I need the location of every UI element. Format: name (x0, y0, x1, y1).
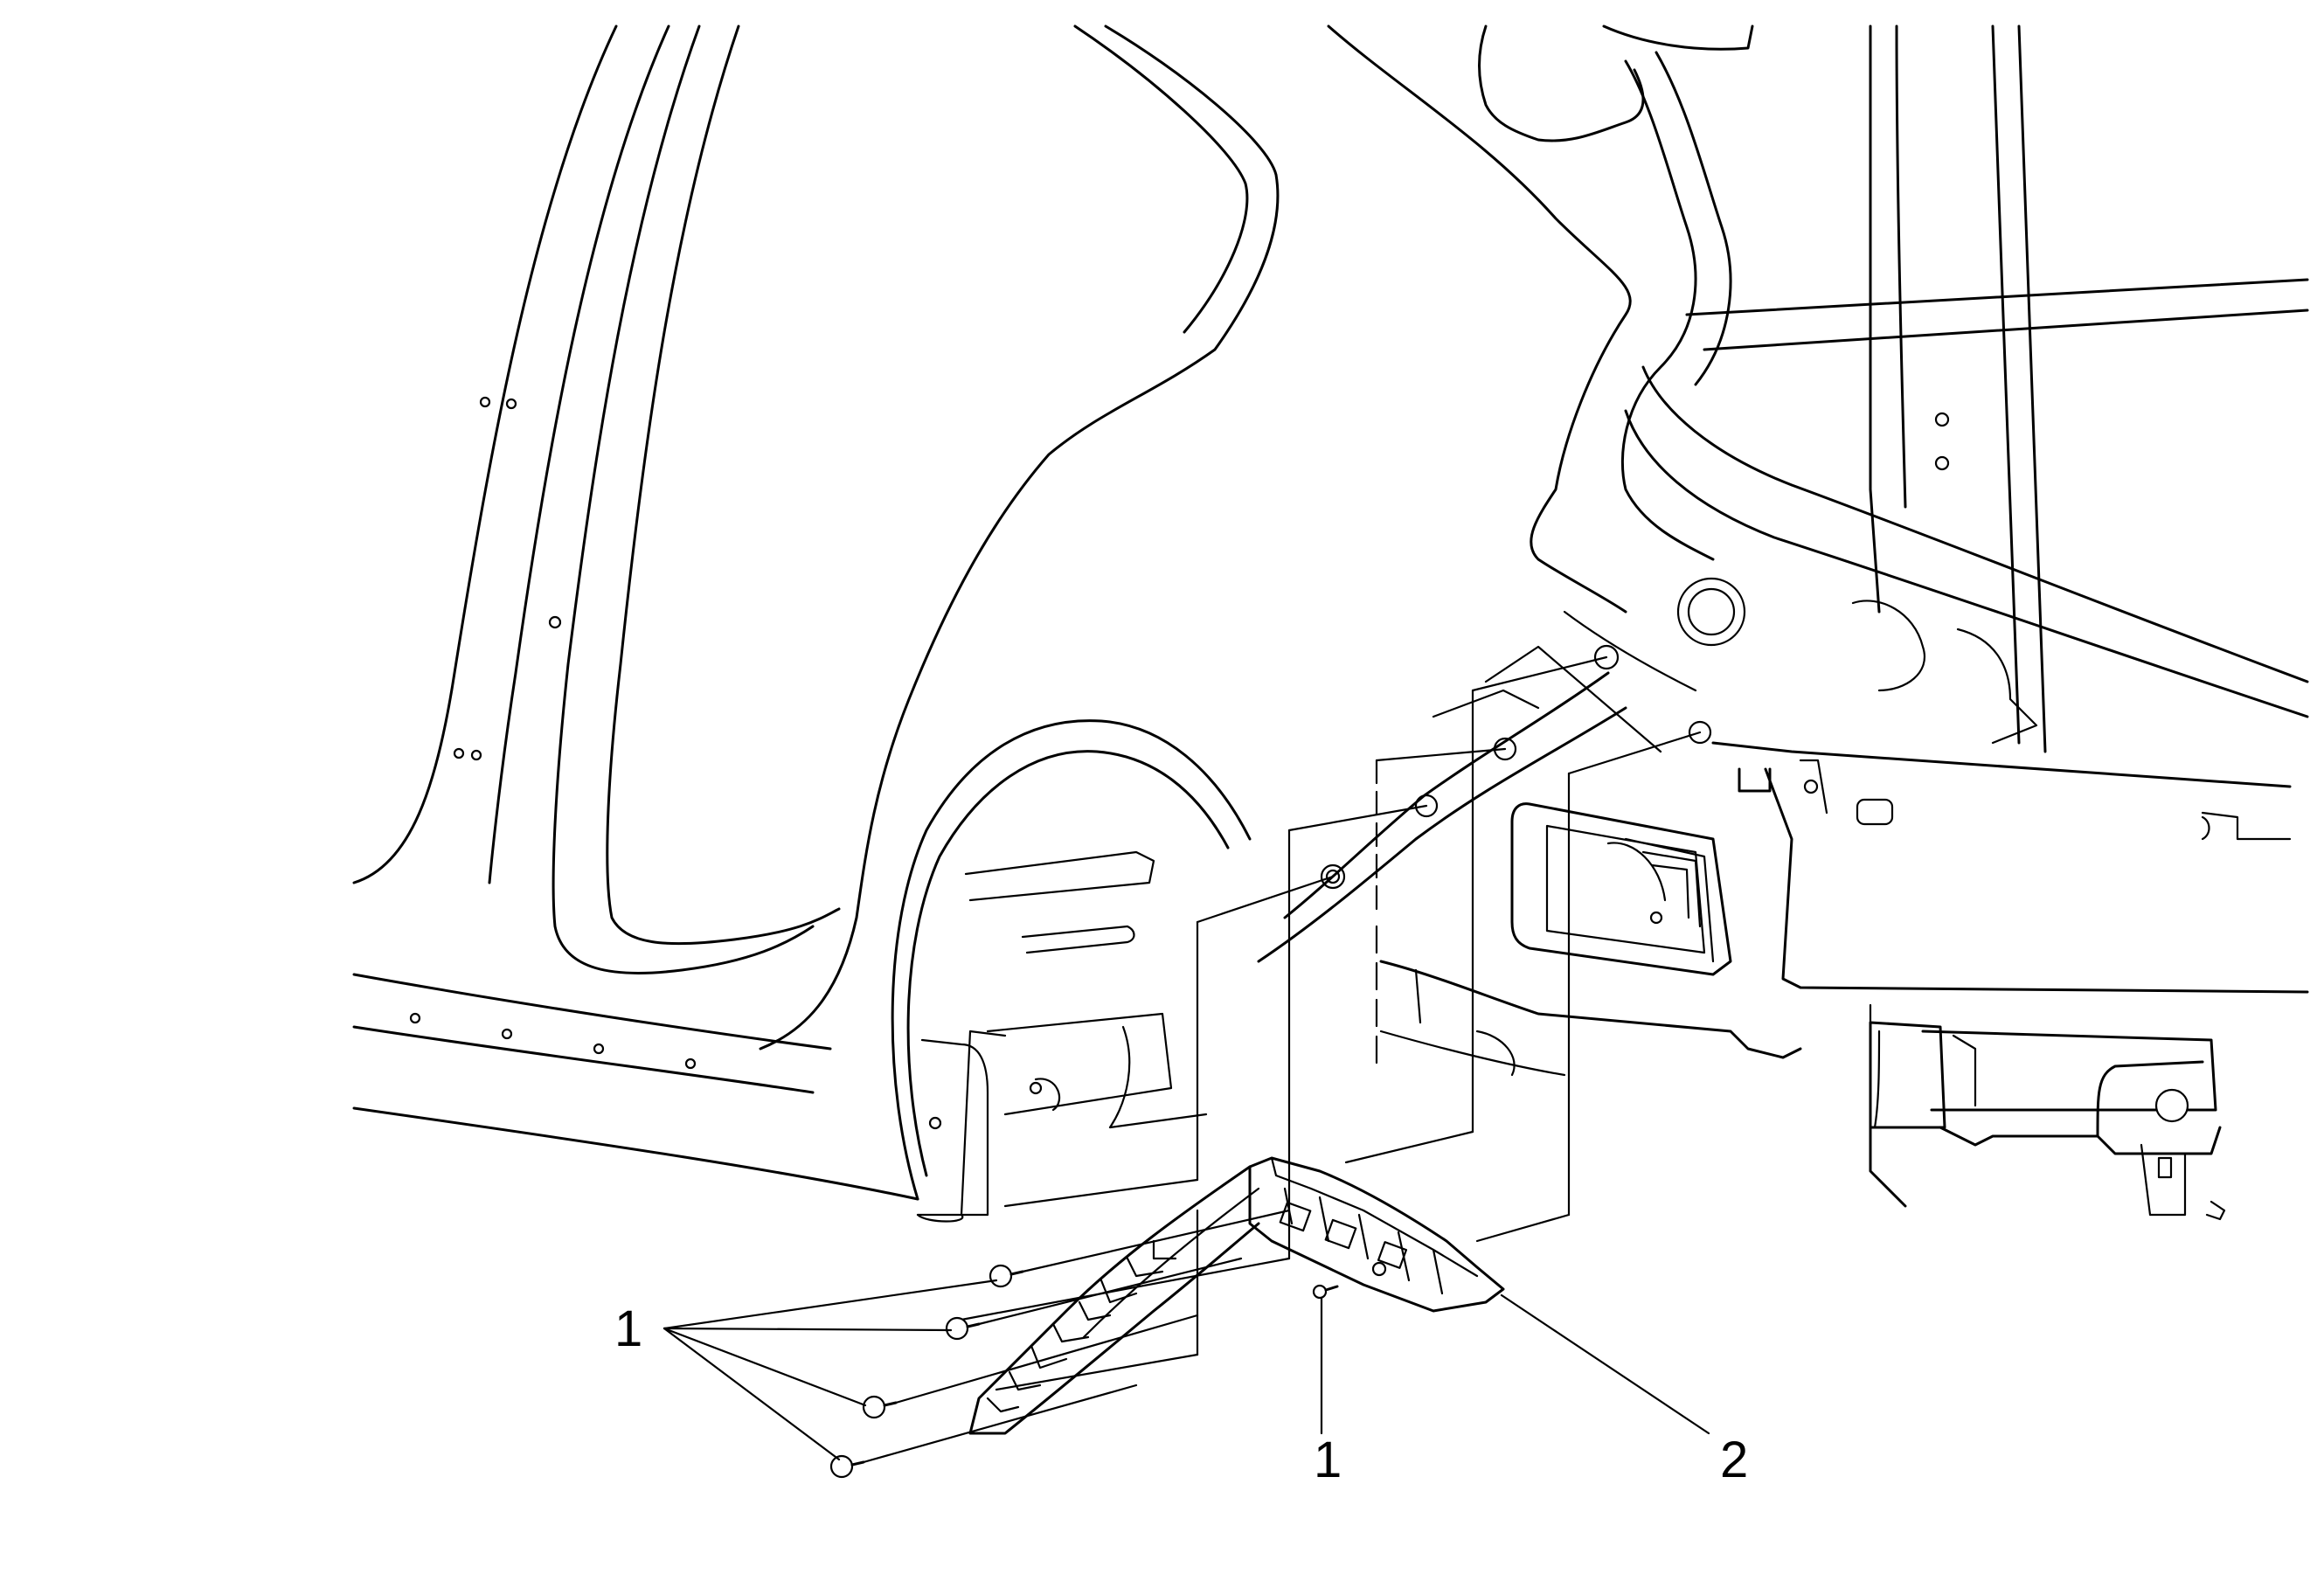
callout-1-left: 1 (614, 1279, 998, 1461)
fastener-1 (989, 1264, 1024, 1288)
fastener-lines (862, 1209, 1291, 1464)
rear-bracket-right (1869, 1003, 2226, 1221)
fastener-5 (1312, 1284, 1339, 1300)
fastener-3 (862, 1395, 898, 1419)
mounting-holes (1257, 644, 1712, 963)
fastener-2 (945, 1316, 981, 1341)
rear-lower-panel (1379, 767, 1802, 1077)
fastener-4 (829, 1454, 865, 1479)
callout-label: 1 (614, 1300, 642, 1357)
callout-1-center: 1 (1314, 1296, 1342, 1488)
bumper-mounting-bracket (968, 1156, 1505, 1435)
wheel-house-opening (891, 719, 1252, 1223)
body-side-door-frame (352, 24, 1280, 1051)
callout-label: 1 (1314, 1432, 1342, 1488)
callout-label: 2 (1720, 1432, 1748, 1488)
alignment-lines (960, 655, 1702, 1391)
rear-floor-structure (1327, 24, 2309, 994)
callout-2: 2 (1500, 1293, 1748, 1488)
rocker-panel (352, 973, 919, 1201)
